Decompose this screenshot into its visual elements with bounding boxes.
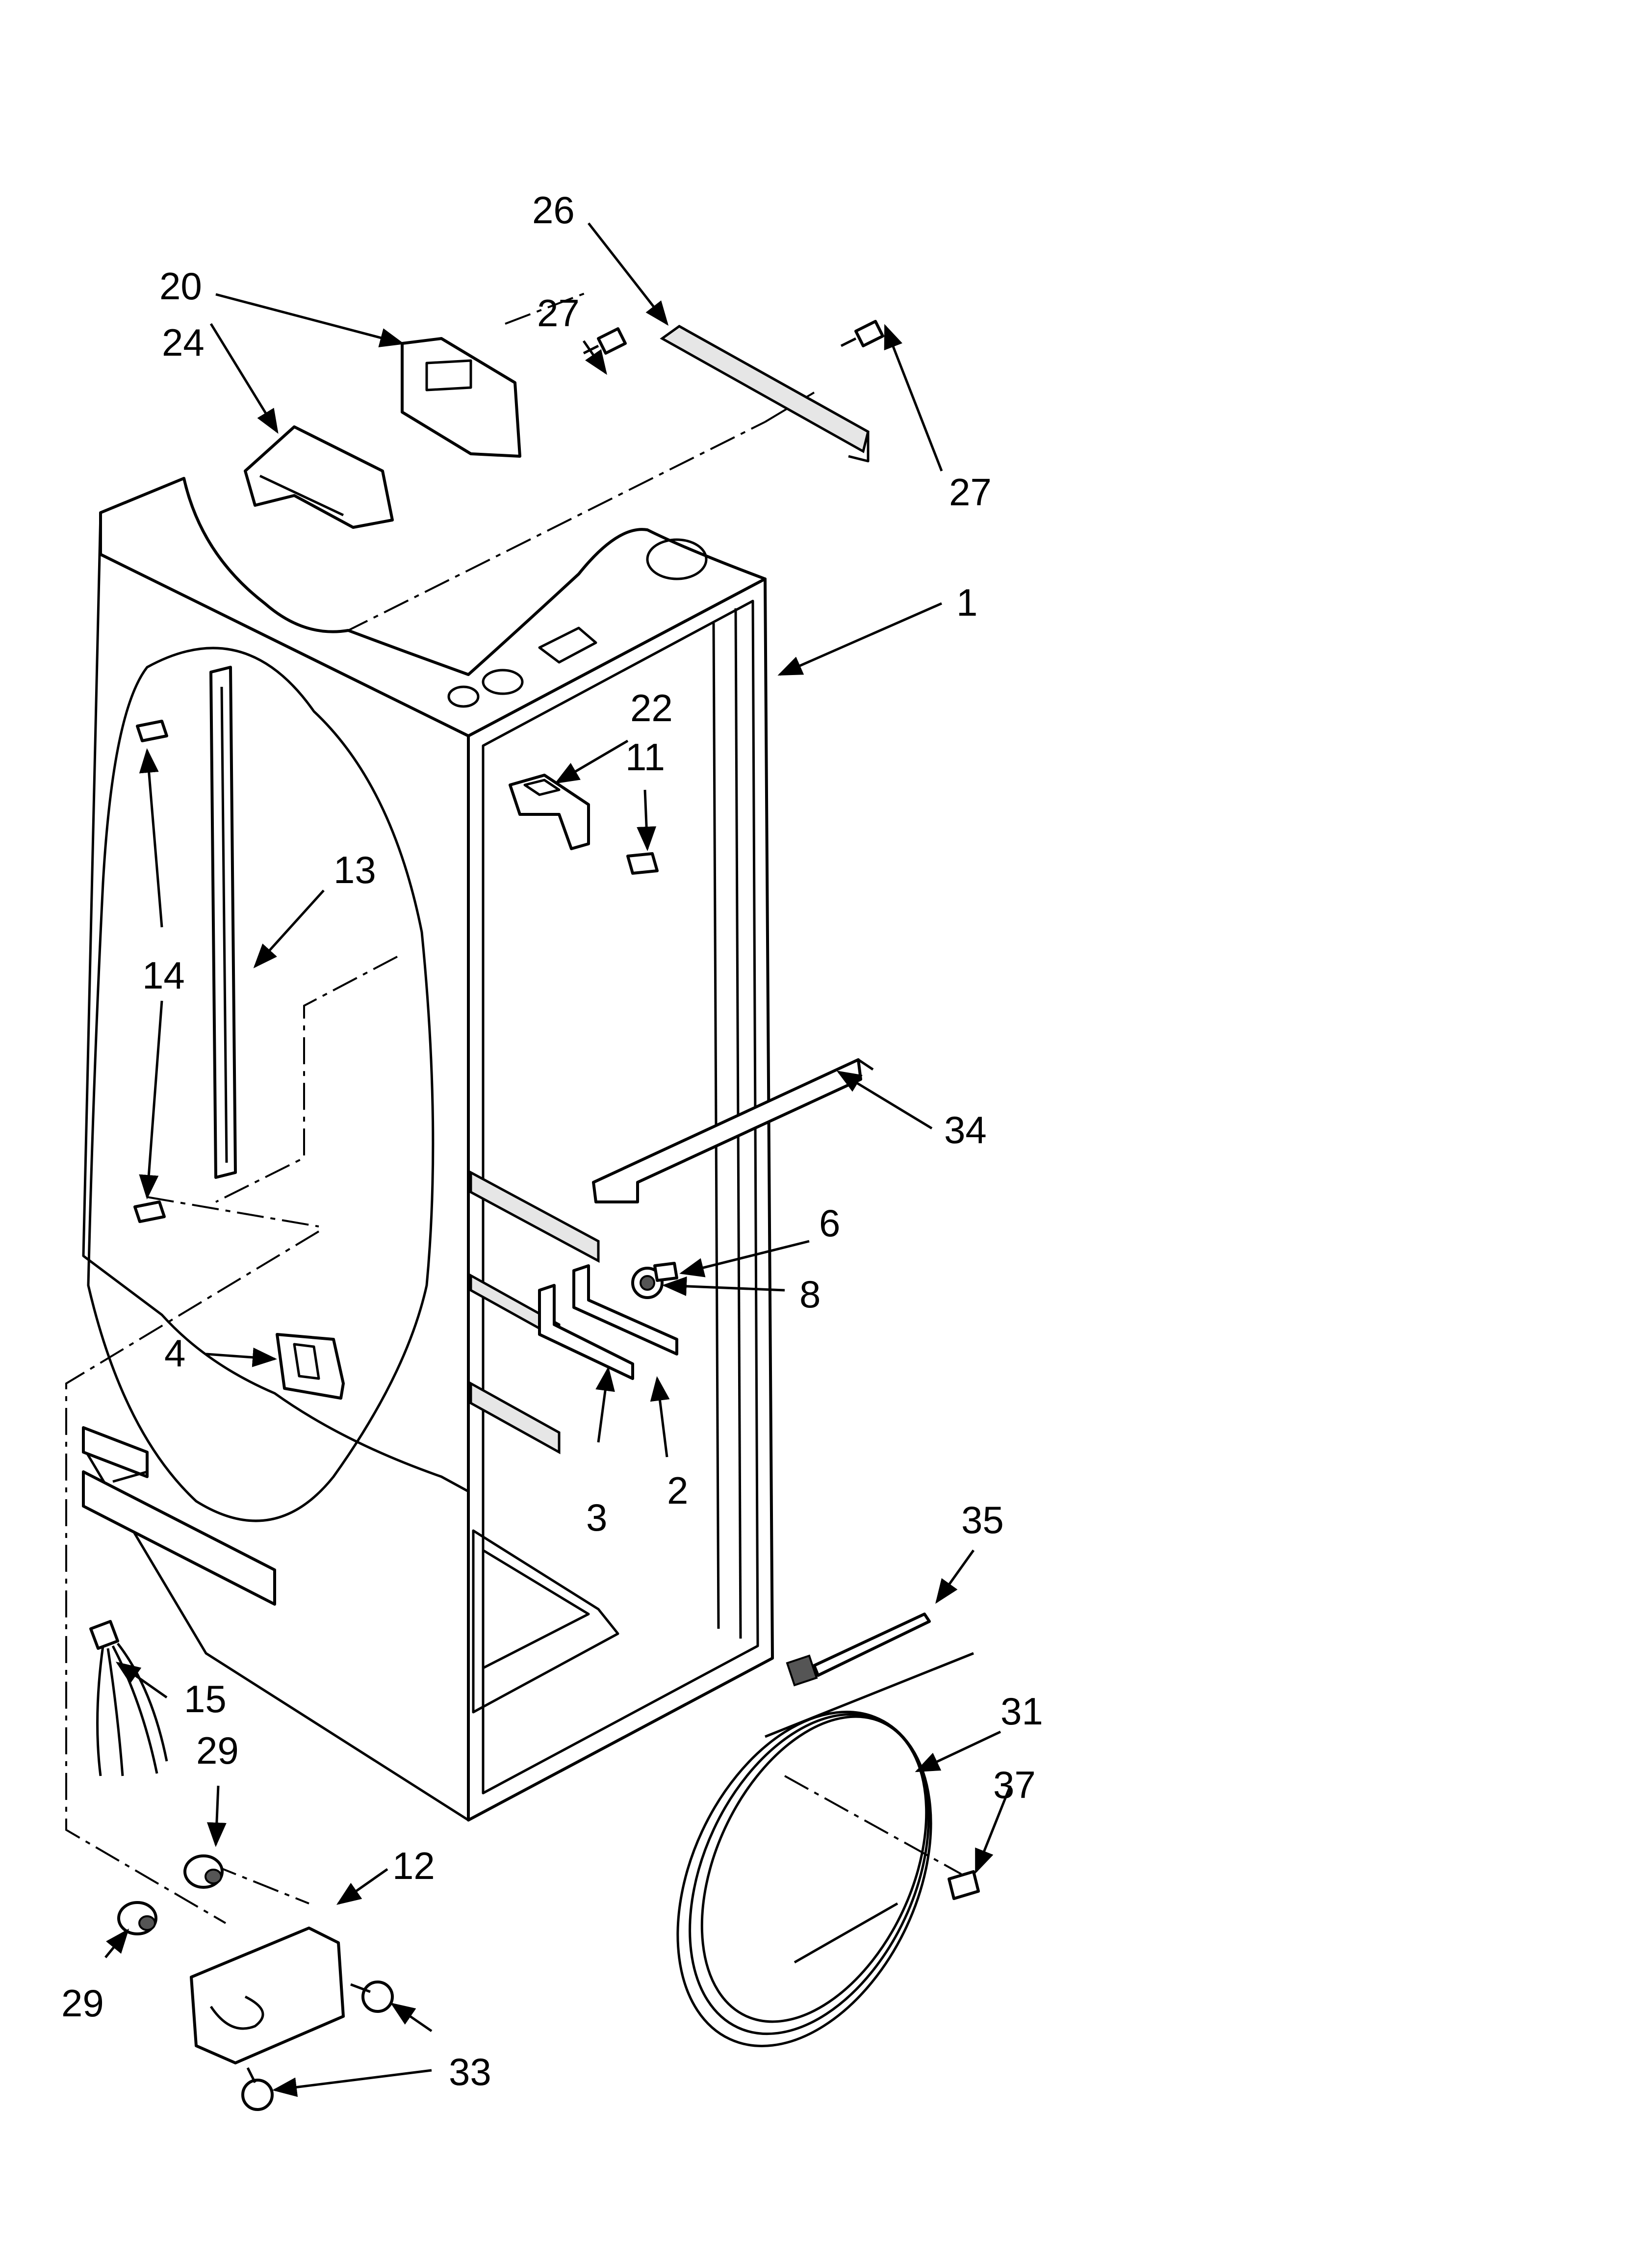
part-4-vent (276, 1333, 345, 1400)
callout-6: 6 (819, 1201, 840, 1245)
callout-20: 20 (159, 264, 202, 308)
part-12-cover (190, 1927, 345, 2064)
part-24-housing (244, 425, 394, 529)
callout-13: 13 (334, 848, 376, 891)
part-33-screw-a (350, 1981, 394, 2013)
part-14-screw-top (136, 720, 168, 742)
callout-31: 31 (1001, 1690, 1043, 1733)
part-11-screw (626, 852, 659, 875)
callout-8: 8 (799, 1273, 821, 1316)
part-37-screw (948, 1870, 980, 1900)
part-33-screw-b (241, 2067, 274, 2111)
part-22-bracket (509, 774, 590, 850)
part-27-screw-b (840, 320, 884, 347)
callout-24: 24 (162, 321, 205, 364)
part-14-screw-bottom (133, 1200, 166, 1223)
callout-27b: 27 (949, 470, 992, 514)
part-15-harness (89, 1620, 168, 1776)
callout-37: 37 (993, 1763, 1036, 1806)
callout-33: 33 (449, 2050, 491, 2093)
callout-35: 35 (961, 1498, 1004, 1541)
callout-26: 26 (532, 188, 575, 232)
callout-29b: 29 (61, 1981, 104, 2025)
part-29-cap-upper (183, 1854, 224, 1889)
callout-2: 2 (667, 1469, 688, 1512)
callout-15: 15 (184, 1677, 227, 1721)
part-26-rail (660, 325, 870, 463)
part-20-bracket (401, 337, 521, 458)
callout-3: 3 (586, 1496, 607, 1539)
callout-14: 14 (142, 954, 185, 997)
callout-22: 22 (630, 686, 673, 730)
leader-arrows (104, 222, 1012, 2097)
callout-1: 1 (956, 581, 977, 624)
part-35-zip-tie (786, 1613, 931, 1687)
part-29-cap-lower (117, 1901, 157, 1935)
part-2-3-strips (538, 1264, 678, 1380)
callout-11: 11 (625, 735, 665, 779)
callout-27a: 27 (537, 291, 580, 335)
part-31-tubing (676, 1652, 974, 2047)
callout-labels: 1 2 3 4 6 8 11 12 13 14 15 20 22 24 26 2… (61, 188, 1043, 2093)
callout-4: 4 (164, 1331, 185, 1375)
callout-29a: 29 (196, 1729, 239, 1772)
part-34-cover (592, 1058, 874, 1203)
callout-12: 12 (392, 1844, 435, 1887)
callout-34: 34 (944, 1108, 987, 1151)
